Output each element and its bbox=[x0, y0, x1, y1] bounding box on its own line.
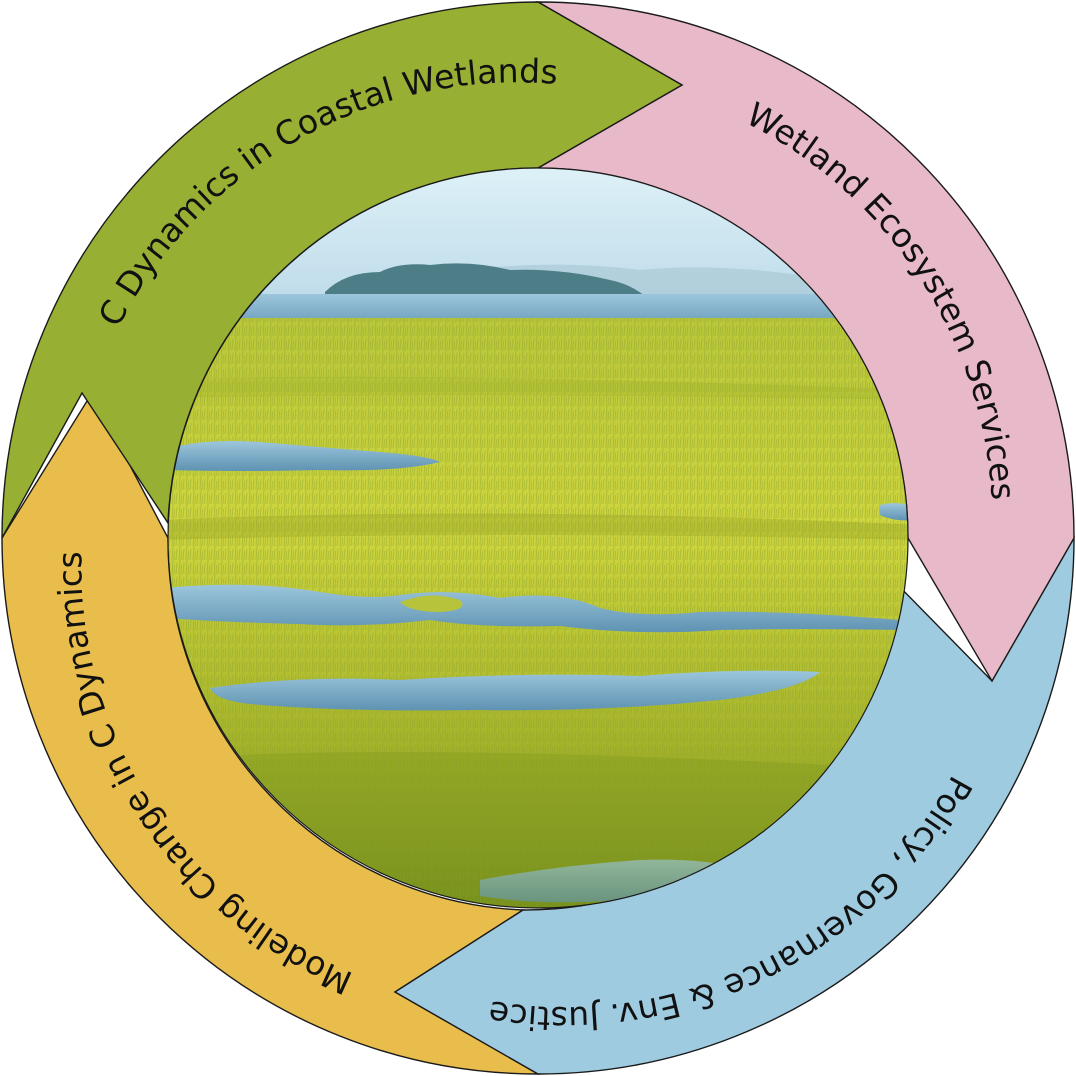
photo-frame bbox=[167, 167, 909, 909]
photo-pool bbox=[168, 441, 440, 471]
photo-marsh-islet bbox=[400, 595, 463, 612]
photo-island bbox=[325, 263, 645, 296]
photo-band bbox=[168, 513, 908, 540]
photo-pool bbox=[480, 859, 740, 903]
photo-pool bbox=[168, 584, 900, 633]
photo-pool bbox=[210, 670, 820, 711]
segment-modeling bbox=[1, 391, 541, 1075]
photo-band bbox=[168, 376, 908, 400]
